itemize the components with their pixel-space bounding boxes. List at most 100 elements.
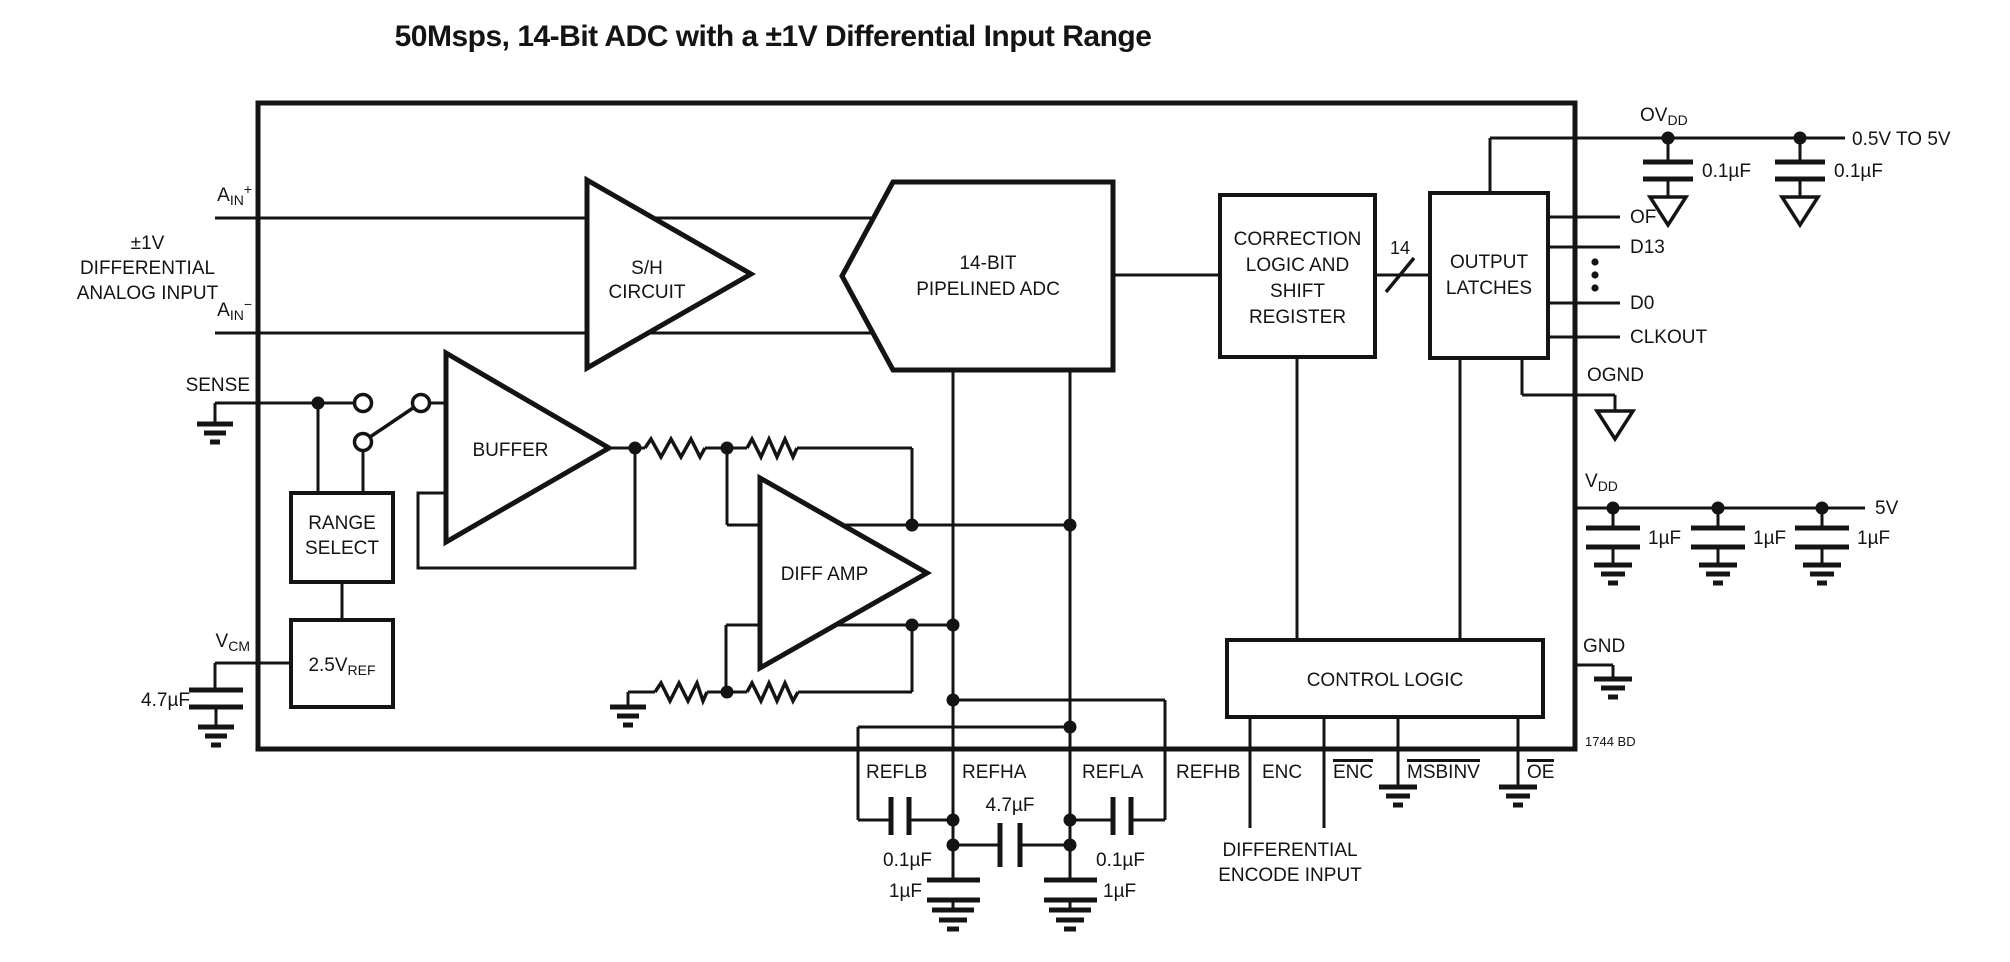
- ground-refha-cap: [932, 907, 974, 932]
- control-logic-label: CONTROL LOGIC: [1306, 670, 1464, 691]
- sh-circuit-label: S/H CIRCUIT: [608, 258, 686, 303]
- cap-ovdd-1: [1643, 159, 1693, 182]
- wire-ovdd: [1488, 136, 1845, 197]
- junction-dot: [946, 838, 960, 852]
- wire-buffer-feedback: [416, 448, 637, 570]
- junction-dot: [946, 618, 960, 632]
- cap-value-refha-bypass: 1µF: [888, 881, 922, 902]
- vref-label: 2.5VREF: [308, 655, 376, 678]
- wire-sense: [213, 401, 446, 424]
- ground-vdd-cap-2: [1699, 562, 1737, 586]
- junction-dot: [628, 441, 642, 455]
- cap-value-ovdd-1: 0.1µF: [1702, 161, 1751, 182]
- resistor-top-1: [643, 435, 707, 461]
- encode-input-description: DIFFERENTIAL ENCODE INPUT: [1218, 840, 1362, 886]
- ellipsis-dot: [1591, 258, 1599, 266]
- capacitors: [189, 159, 1849, 903]
- cap-vdd-3: [1795, 525, 1849, 550]
- vdd-rail-label: 5V: [1875, 498, 1899, 519]
- pin-label-refhb: REFHB: [1176, 762, 1241, 783]
- ground-msbinv: [1379, 784, 1417, 808]
- ground-ovdd-cap-1: [1646, 195, 1690, 229]
- cap-ovdd-2: [1775, 159, 1825, 182]
- ground-gnd-pin: [1594, 676, 1632, 700]
- cap-value-vdd-2: 1µF: [1753, 528, 1787, 549]
- junction-dot: [720, 441, 734, 455]
- switch-contact-right: [410, 392, 432, 414]
- cap-refla-1uf: [1044, 877, 1097, 903]
- junction-dot: [1711, 501, 1725, 515]
- pin-label-refla: REFLA: [1082, 762, 1144, 783]
- pin-label-ognd: OGND: [1587, 365, 1644, 386]
- grounds: [197, 421, 1841, 932]
- ground-oe: [1499, 784, 1537, 808]
- buffer-label: BUFFER: [472, 440, 549, 461]
- cap-vdd-2: [1691, 525, 1745, 550]
- resistor-top-2: [745, 434, 799, 462]
- resistor-bottom-2: [745, 678, 800, 706]
- junction-dot: [720, 685, 734, 699]
- wire-vcm: [213, 661, 291, 727]
- switch-arm: [369, 406, 414, 439]
- analog-input-description: ±1V DIFFERENTIAL ANALOG INPUT: [76, 233, 219, 304]
- pin-label-ovdd: OVDD: [1640, 105, 1688, 128]
- junction-dot: [1793, 131, 1807, 145]
- diff-amp-label: DIFF AMP: [780, 564, 869, 585]
- pin-label-vdd: VDD: [1585, 471, 1618, 494]
- junction-dot: [946, 693, 960, 707]
- blocks: [289, 175, 1550, 719]
- cap-value-refla: 0.1µF: [1096, 850, 1145, 871]
- ground-refla-cap: [1049, 907, 1091, 932]
- junction-dot: [1815, 501, 1829, 515]
- vref-box: [289, 618, 395, 709]
- ground-ovdd-cap-2: [1778, 195, 1822, 229]
- range-select-label: RANGE SELECT: [305, 513, 379, 559]
- buffer-triangle: [443, 348, 614, 547]
- ground-resistor: [610, 704, 646, 728]
- ovdd-range-label: 0.5V TO 5V: [1852, 129, 1951, 150]
- pin-label-ain-plus: AIN+: [217, 181, 252, 208]
- cap-value-vcm: 4.7µF: [141, 690, 190, 711]
- ground-ognd: [1593, 409, 1637, 443]
- wire-control-pins: [1248, 717, 1520, 828]
- cap-value-vdd-1: 1µF: [1648, 528, 1682, 549]
- pin-label-oe: OE: [1527, 759, 1555, 784]
- pin-label-msbinv: MSBINV: [1407, 759, 1480, 784]
- ground-vdd-cap-1: [1594, 562, 1632, 586]
- control-logic-box: [1225, 638, 1545, 719]
- cap-value-refla-bypass: 1µF: [1103, 881, 1137, 902]
- junction-dot: [311, 396, 325, 410]
- wire-ognd: [1520, 358, 1617, 411]
- correction-label: CORRECTION LOGIC AND SHIFT REGISTER: [1233, 229, 1362, 328]
- pin-label-refha: REFHA: [962, 762, 1027, 783]
- output-latches-box: [1428, 191, 1550, 360]
- cap-value-reflb: 0.1µF: [883, 850, 932, 871]
- sh-circuit-triangle: [584, 175, 757, 373]
- diagram-title: 50Msps, 14-Bit ADC with a ±1V Differenti…: [394, 20, 1152, 53]
- pin-label-d13: D13: [1630, 237, 1665, 258]
- junction-dots: [311, 131, 1829, 852]
- bus-slash: [1384, 256, 1416, 294]
- pin-label-ain-minus: AIN−: [217, 296, 252, 323]
- resistors: [643, 434, 800, 706]
- junction-dot: [905, 618, 919, 632]
- wire-reflb-rail: [856, 725, 1070, 820]
- output-ellipsis-icon: [1591, 258, 1599, 292]
- junction-dot: [1063, 813, 1077, 827]
- switch-contact-left: [352, 392, 374, 414]
- adc-hexagon: [839, 179, 1116, 373]
- resistor-bottom-1: [653, 678, 709, 706]
- switch-contact-lower: [352, 431, 374, 453]
- junction-dot: [946, 813, 960, 827]
- adc-label: 14-BIT PIPELINED ADC: [916, 253, 1060, 300]
- junction-dot: [1063, 838, 1077, 852]
- cap-ref-47: [997, 823, 1023, 867]
- figure-code: 1744 BD: [1585, 734, 1636, 749]
- pin-label-clkout: CLKOUT: [1630, 327, 1708, 348]
- cap-reflb: [888, 797, 912, 835]
- wire-output-pins: [1548, 215, 1620, 339]
- junction-dot: [905, 518, 919, 532]
- cap-value-ovdd-2: 0.1µF: [1834, 161, 1883, 182]
- pin-label-d0: D0: [1630, 293, 1655, 314]
